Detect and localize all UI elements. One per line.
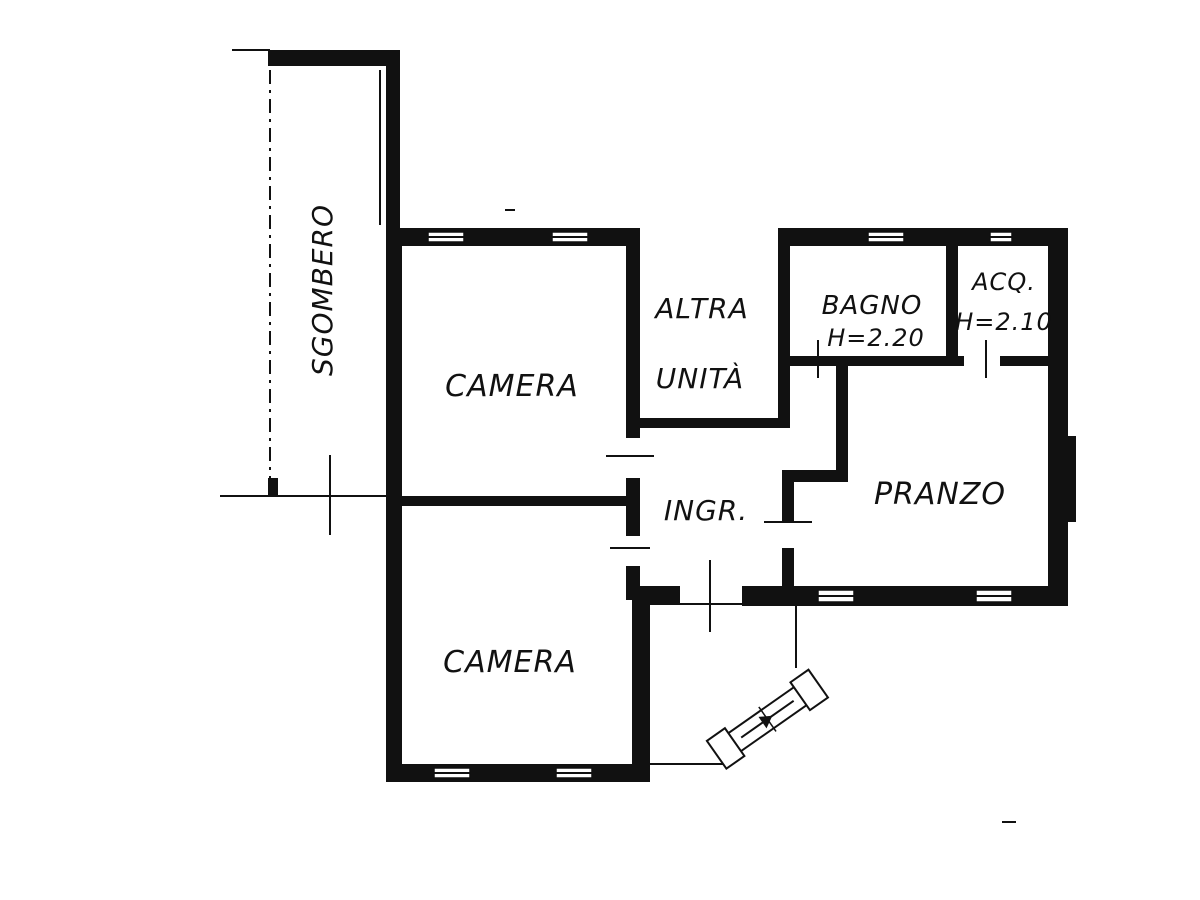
stray-marks: [505, 209, 1016, 823]
door-marks: [606, 340, 987, 765]
room-label-altra-unita-1: ALTRA: [653, 292, 749, 325]
sgombero-area: [220, 49, 400, 535]
room-label-bagno-height: H=2.20: [827, 324, 925, 352]
room-label-acq-height: H=2.10: [955, 308, 1053, 336]
room-label-pranzo: PRANZO: [874, 477, 1006, 512]
room-label-acq: ACQ.: [970, 268, 1036, 296]
room-label-camera-bottom: CAMERA: [443, 645, 577, 680]
stair-symbol: [705, 668, 830, 771]
room-label-altra-unita-2: UNITÀ: [656, 361, 744, 395]
windows: [427, 231, 1013, 779]
room-label-camera-top: CAMERA: [445, 369, 579, 404]
room-label-ingresso: INGR.: [664, 494, 748, 527]
room-label-bagno: BAGNO: [822, 291, 923, 321]
room-label-sgombero: SGOMBERO: [306, 204, 339, 376]
interior-walls: [386, 228, 1066, 600]
